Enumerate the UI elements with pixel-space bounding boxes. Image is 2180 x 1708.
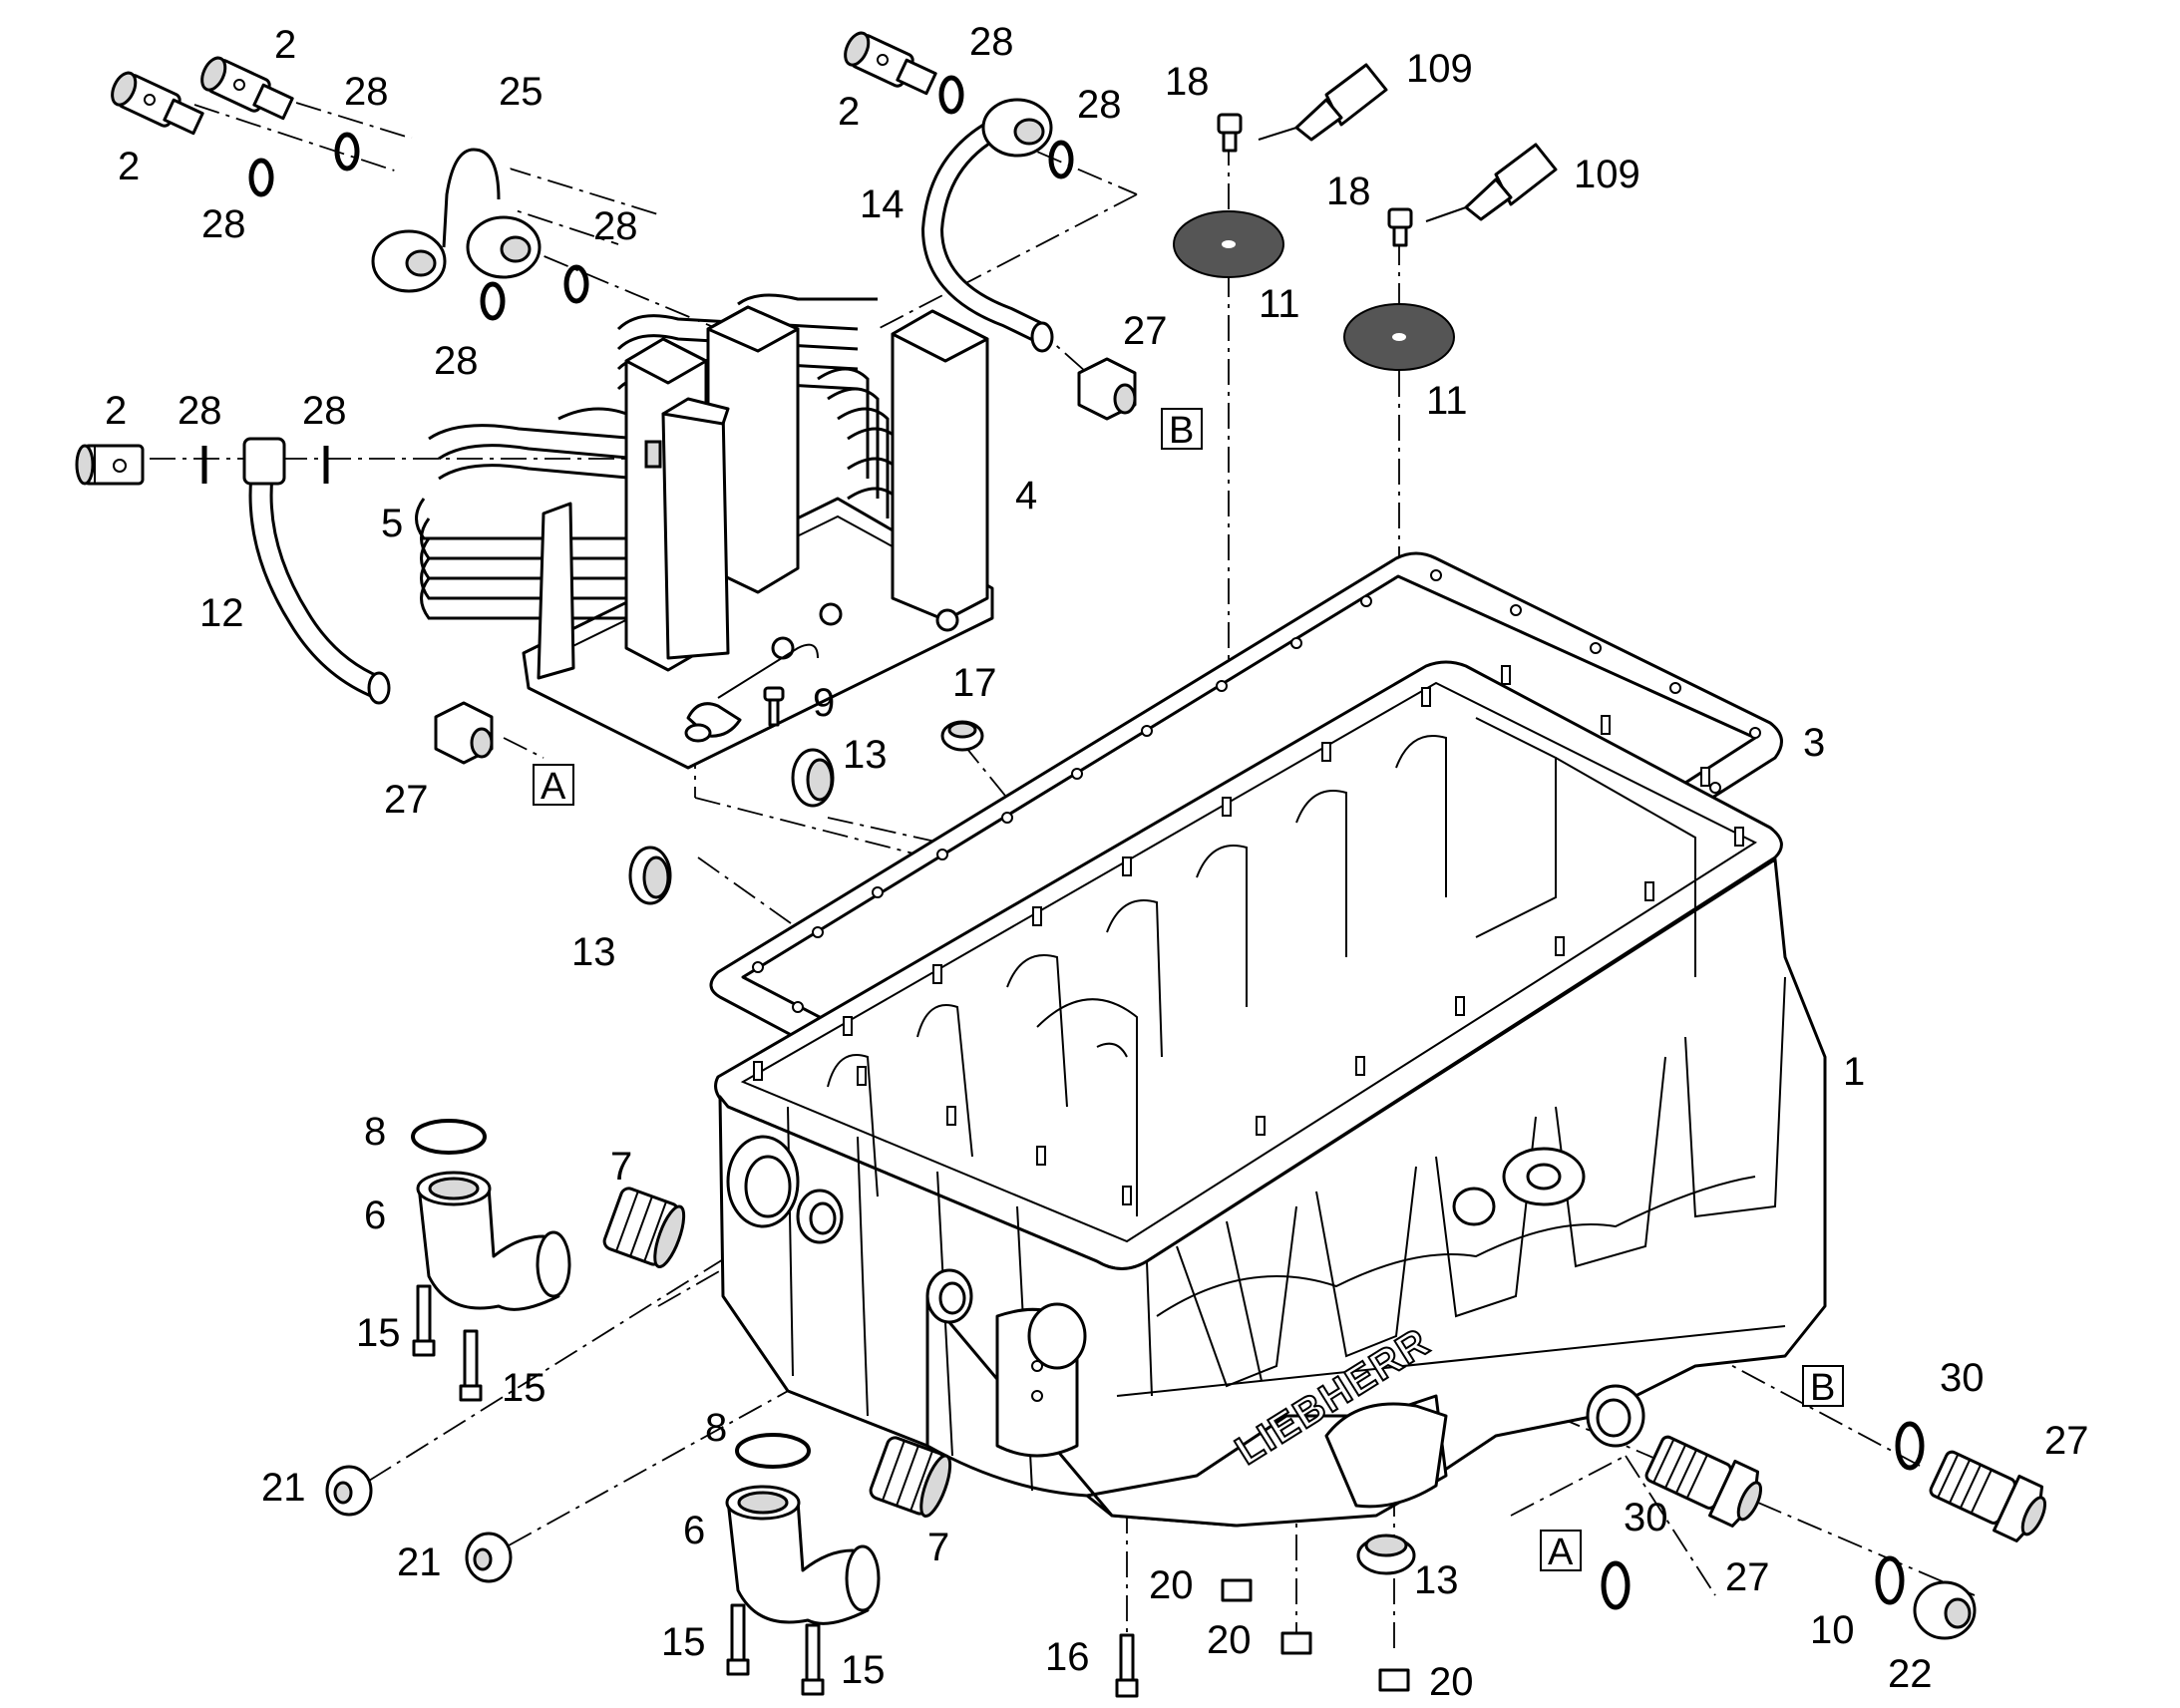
callout-25: 25 [499, 70, 544, 114]
ref-B1: B [1169, 410, 1194, 452]
callout-4: 4 [1015, 474, 1037, 517]
callout-21: 21 [397, 1540, 442, 1584]
rings-30-10 [1601, 1421, 1925, 1610]
callout-109: 109 [1574, 153, 1640, 196]
callout-6: 6 [364, 1194, 386, 1237]
callout-30: 30 [1624, 1496, 1668, 1539]
plug-22 [1913, 1580, 1977, 1640]
callout-20: 20 [1429, 1660, 1474, 1704]
ref-A2: A [1548, 1532, 1574, 1573]
callout-2: 2 [118, 145, 140, 188]
callout-20: 20 [1149, 1563, 1194, 1607]
callout-6: 6 [683, 1509, 705, 1552]
screens-11 [1173, 210, 1455, 371]
flange-studs [753, 665, 1744, 1205]
callout-28: 28 [593, 204, 638, 248]
callout-28: 28 [434, 339, 479, 383]
callout-18: 18 [1165, 60, 1210, 104]
callout-15: 15 [841, 1648, 886, 1692]
callout-10: 10 [1810, 1608, 1855, 1652]
coil-loops [415, 293, 900, 620]
plugs-21 [325, 1465, 513, 1583]
pipe-14 [920, 98, 1054, 353]
callout-13: 13 [843, 733, 888, 777]
callout-15: 15 [502, 1366, 546, 1410]
pipe-25 [371, 119, 542, 293]
callout-5: 5 [381, 502, 403, 545]
banjo-bolts-2 [75, 31, 937, 486]
callout-9: 9 [813, 681, 835, 725]
callout-2: 2 [274, 23, 296, 67]
nuts-27 [434, 357, 2047, 1542]
callout-8: 8 [364, 1110, 386, 1154]
callout-11: 11 [1259, 282, 1300, 326]
heater-assembly-4 [415, 293, 994, 770]
callout-12: 12 [199, 591, 244, 635]
callout-17: 17 [952, 661, 997, 705]
seals-8 [411, 1119, 811, 1469]
pan-port-left [726, 1135, 1645, 1448]
pipe-12 [242, 437, 391, 705]
screws-15-16 [412, 1284, 1139, 1698]
plugs-13 [628, 748, 1416, 1575]
callout-13: 13 [1414, 1558, 1459, 1602]
oil-pan-1: LIEBHERR [714, 660, 1827, 1528]
seal-rings-28 [201, 75, 1074, 484]
callout-7: 7 [610, 1145, 632, 1189]
callout-3: 3 [1803, 721, 1825, 765]
callout-15: 15 [356, 1311, 401, 1355]
bolts-18 [1217, 113, 1413, 247]
callout-28: 28 [178, 389, 222, 433]
callout-27: 27 [1725, 1555, 1770, 1599]
callout-16: 16 [1045, 1635, 1090, 1679]
callout-13: 13 [571, 930, 616, 974]
callout-7: 7 [927, 1526, 949, 1569]
callout-28: 28 [201, 202, 246, 246]
callout-2: 2 [838, 90, 860, 134]
plug-17 [940, 720, 984, 752]
callout-11: 11 [1426, 379, 1468, 423]
callout-28: 28 [302, 389, 347, 433]
elbow-6-upper [416, 1171, 571, 1311]
callout-labels: 2 2 2 2 28 28 28 28 28 28 28 28 25 14 18… [105, 20, 2089, 1704]
callout-27: 27 [1123, 309, 1168, 353]
callout-28: 28 [969, 20, 1014, 64]
ref-A1: A [541, 766, 566, 808]
callout-30: 30 [1940, 1356, 1985, 1400]
reference-boxes: B A B A [533, 408, 1844, 1573]
callout-1: 1 [1843, 1050, 1865, 1094]
callout-109: 109 [1406, 47, 1473, 91]
ref-B2: B [1810, 1367, 1835, 1409]
callout-21: 21 [261, 1466, 306, 1510]
tubes-109 [1258, 63, 1558, 222]
callout-15: 15 [661, 1620, 706, 1664]
callout-18: 18 [1326, 170, 1371, 213]
callout-22: 22 [1888, 1652, 1933, 1696]
plugs-20 [1221, 1578, 1410, 1692]
callout-14: 14 [860, 182, 905, 226]
callout-27: 27 [384, 778, 429, 822]
adapters-7 [602, 1187, 952, 1519]
callout-2: 2 [105, 389, 127, 433]
callout-8: 8 [705, 1406, 727, 1450]
elbow-6-lower [725, 1485, 881, 1625]
screw-9 [763, 686, 785, 727]
callout-20: 20 [1207, 1618, 1252, 1662]
callout-27: 27 [2044, 1419, 2089, 1463]
callout-28: 28 [1077, 83, 1122, 127]
callout-28: 28 [344, 70, 389, 114]
